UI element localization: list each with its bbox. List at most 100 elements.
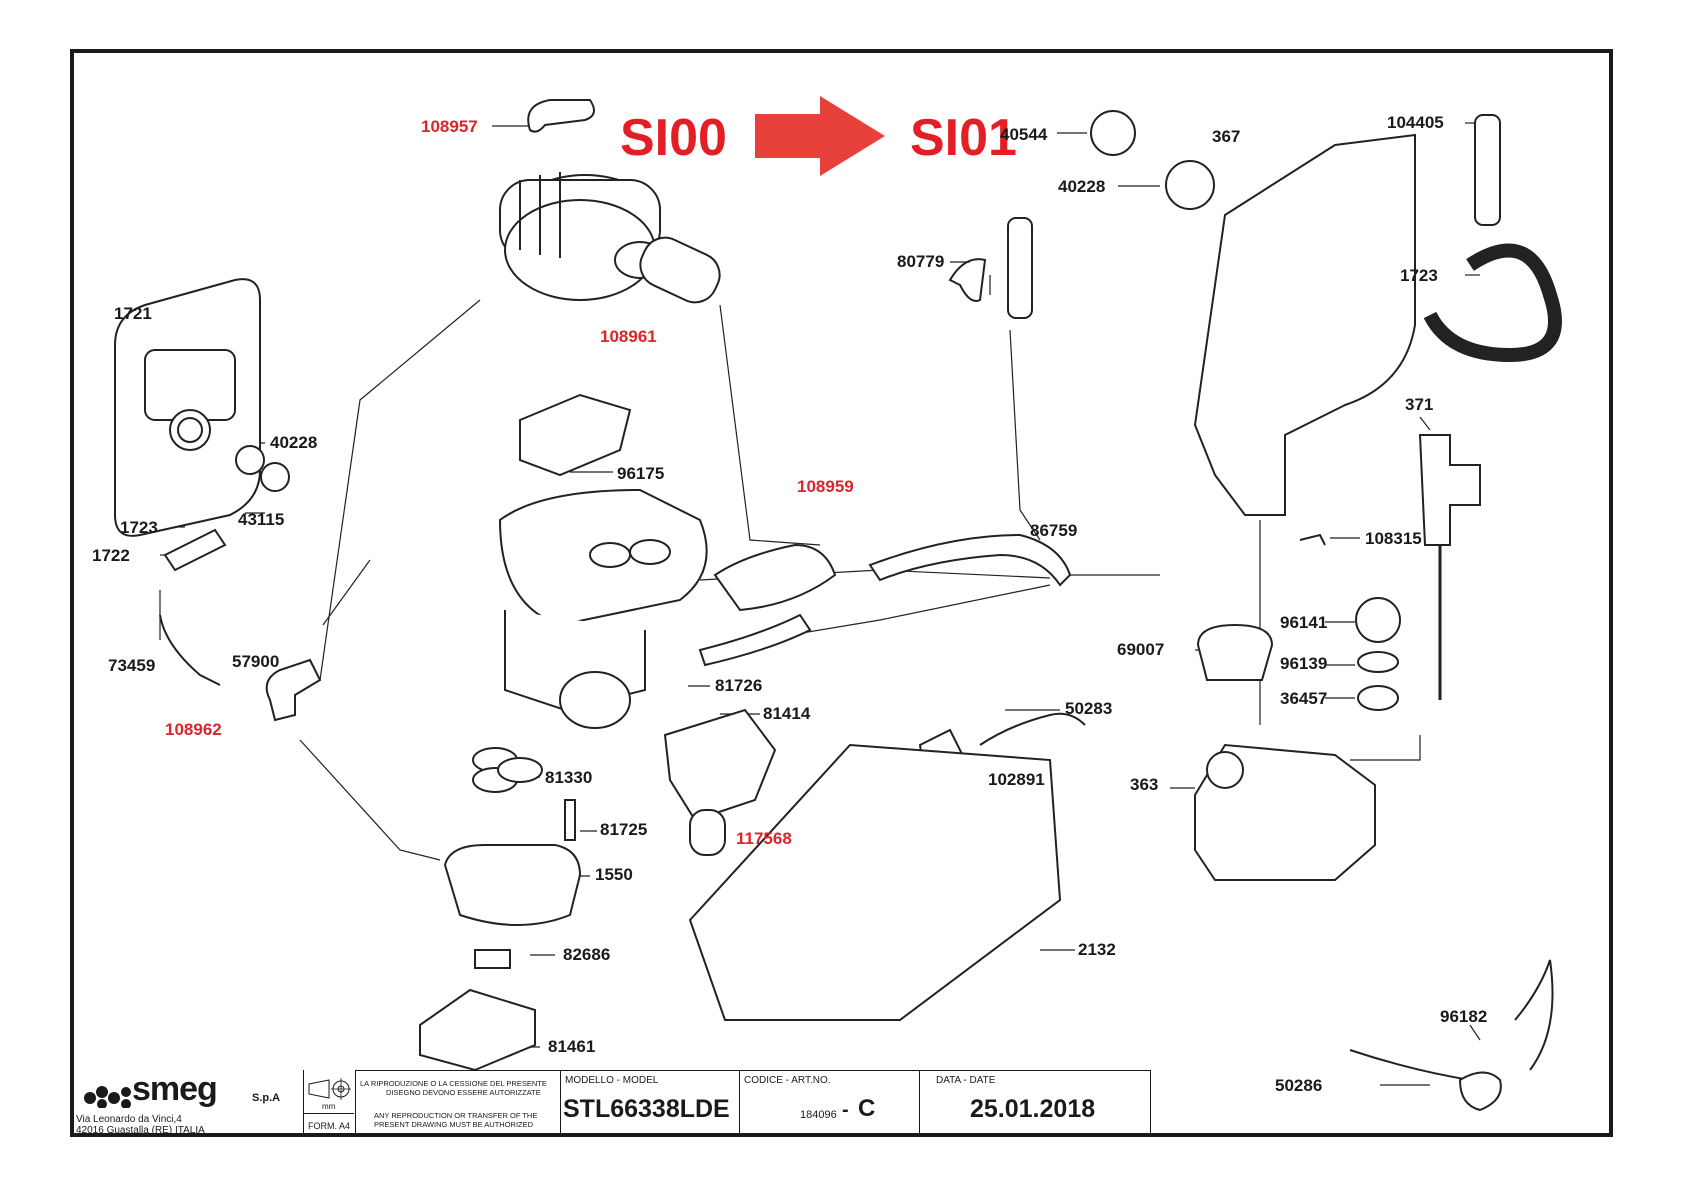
part-label-108959: 108959	[797, 477, 854, 496]
fitting-1722-icon	[163, 528, 227, 572]
code-caption: CODICE - ART.NO.	[744, 1075, 831, 1086]
model-caption: MODELLO - MODEL	[565, 1075, 659, 1086]
notice-cell: LA RIPRODUZIONE O LA CESSIONE DEL PRESEN…	[356, 1070, 561, 1137]
part-label-81461: 81461	[548, 1037, 596, 1056]
part-label-81330: 81330	[545, 768, 593, 787]
date-cell: DATA - DATE 25.01.2018	[920, 1070, 1151, 1137]
part-label-1723: 1723	[120, 518, 158, 537]
drawing-frame	[70, 49, 1613, 1137]
sensor-81725-icon	[564, 799, 576, 841]
capsule-117568-icon	[689, 809, 726, 856]
part-label-40228: 40228	[1058, 177, 1106, 196]
address-line2: 42016 Guastalla (RE) ITALIA	[76, 1125, 205, 1136]
part-label-1722: 1722	[92, 546, 130, 565]
hose-73459-icon	[159, 614, 221, 686]
collar-96175-icon	[519, 393, 632, 477]
part-label-50286: 50286	[1275, 1076, 1323, 1095]
part-label-371: 371	[1405, 395, 1434, 414]
part-label-81414: 81414	[763, 704, 811, 723]
part-label-96182: 96182	[1440, 1007, 1488, 1026]
part-label-2132: 2132	[1078, 940, 1116, 959]
part-label-117568: 117568	[736, 829, 792, 848]
inlet-371-icon	[1418, 434, 1481, 546]
part-label-363: 363	[1130, 775, 1159, 794]
ring-36457-icon	[1357, 685, 1399, 711]
company-cell: smeg S.p.A Via Leonardo da Vinci,4 42016…	[74, 1070, 304, 1137]
part-label-40544: 40544	[1000, 125, 1048, 144]
notice-en-2: PRESENT DRAWING MUST BE AUTHORIZED	[374, 1120, 534, 1129]
revision-to: SI01	[910, 109, 1017, 167]
connector-82686-icon	[474, 949, 511, 969]
model-number: STL66338LDE	[563, 1095, 730, 1123]
notice-it-1: LA RIPRODUZIONE O LA CESSIONE DEL PRESEN…	[360, 1079, 547, 1088]
part-label-96175: 96175	[617, 464, 665, 483]
hose-segment-icon	[1007, 217, 1033, 319]
code-separator: -	[842, 1099, 849, 1121]
base-2132-icon	[688, 743, 1062, 1021]
part-label-43115: 43115	[238, 510, 285, 529]
code-revision: C	[858, 1095, 876, 1122]
part-label-40228: 40228	[270, 433, 318, 452]
part-label-102891: 102891	[988, 770, 1045, 789]
date-caption: DATA - DATE	[936, 1075, 996, 1086]
notice-it-2: DISEGNO DEVONO ESSERE AUTORIZZATE	[386, 1088, 541, 1097]
part-label-96141: 96141	[1280, 613, 1328, 632]
seals-81330-icon	[472, 747, 543, 793]
pump-108961-icon	[499, 172, 721, 304]
projection-symbol-icon	[308, 1078, 351, 1100]
heater-1550-icon	[443, 844, 582, 926]
part-label-1550: 1550	[595, 865, 633, 884]
hose-1723b-icon	[1423, 243, 1562, 363]
revision-from: SI00	[620, 109, 727, 167]
company-name: smeg	[132, 1070, 218, 1108]
hose-104405-icon	[1474, 114, 1501, 226]
format: FORM. A4	[308, 1121, 351, 1131]
part-label-36457: 36457	[1280, 689, 1328, 708]
part-label-104405: 104405	[1387, 113, 1444, 132]
company-suffix: S.p.A	[252, 1092, 281, 1104]
address-line1: Via Leonardo da Vinci,4	[76, 1114, 182, 1125]
cable-50283-icon	[979, 712, 1086, 746]
part-label-82686: 82686	[563, 945, 611, 964]
revision-arrow-icon	[755, 96, 885, 176]
ring-43115-icon	[260, 462, 290, 492]
notice-en-1: ANY REPRODUCTION OR TRANSFER OF THE	[374, 1111, 538, 1120]
cable-50286-icon	[1349, 1049, 1471, 1081]
corrugated-hose-icon	[698, 613, 812, 667]
pressostat-81461-icon	[419, 988, 536, 1072]
part-label-57900: 57900	[232, 652, 280, 671]
date-value: 25.01.2018	[970, 1095, 1096, 1123]
smeg-logo-icon	[84, 1086, 131, 1108]
cable-loop-icon	[1514, 959, 1554, 1071]
sump-assembly-icon	[498, 488, 708, 729]
ring-40228b-icon	[1165, 160, 1215, 210]
part-label-1721: 1721	[114, 304, 152, 323]
units: mm	[322, 1102, 336, 1111]
code-cell: CODICE - ART.NO. 184096 - C	[740, 1070, 920, 1137]
ring-96139-icon	[1357, 651, 1399, 673]
units-cell: mm FORM. A4	[304, 1070, 356, 1137]
hose-108959-icon	[713, 543, 837, 612]
clip-108957-icon	[527, 99, 595, 133]
nut-96141-icon	[1355, 597, 1401, 643]
elbow-108962-icon	[265, 658, 322, 722]
ring-40228a-icon	[235, 445, 265, 475]
part-label-69007: 69007	[1117, 640, 1165, 659]
part-label-81725: 81725	[600, 820, 648, 839]
part-label-108962: 108962	[165, 720, 222, 739]
part-label-1723: 1723	[1400, 266, 1438, 285]
sensor-96182-icon	[1458, 1071, 1502, 1112]
cap-40544-icon	[1090, 110, 1136, 156]
format-divider	[304, 1113, 354, 1114]
valve-81414-icon	[663, 708, 777, 822]
plate-367-icon	[1193, 133, 1416, 516]
part-label-80779: 80779	[897, 252, 945, 271]
cap-69007-icon	[1196, 623, 1274, 681]
part-label-50283: 50283	[1065, 699, 1113, 718]
tube-86759-icon	[868, 533, 1072, 587]
part-label-86759: 86759	[1030, 521, 1078, 540]
code-number: 184096	[800, 1109, 837, 1121]
part-label-367: 367	[1212, 127, 1241, 146]
model-cell: MODELLO - MODEL STL66338LDE	[561, 1070, 740, 1137]
